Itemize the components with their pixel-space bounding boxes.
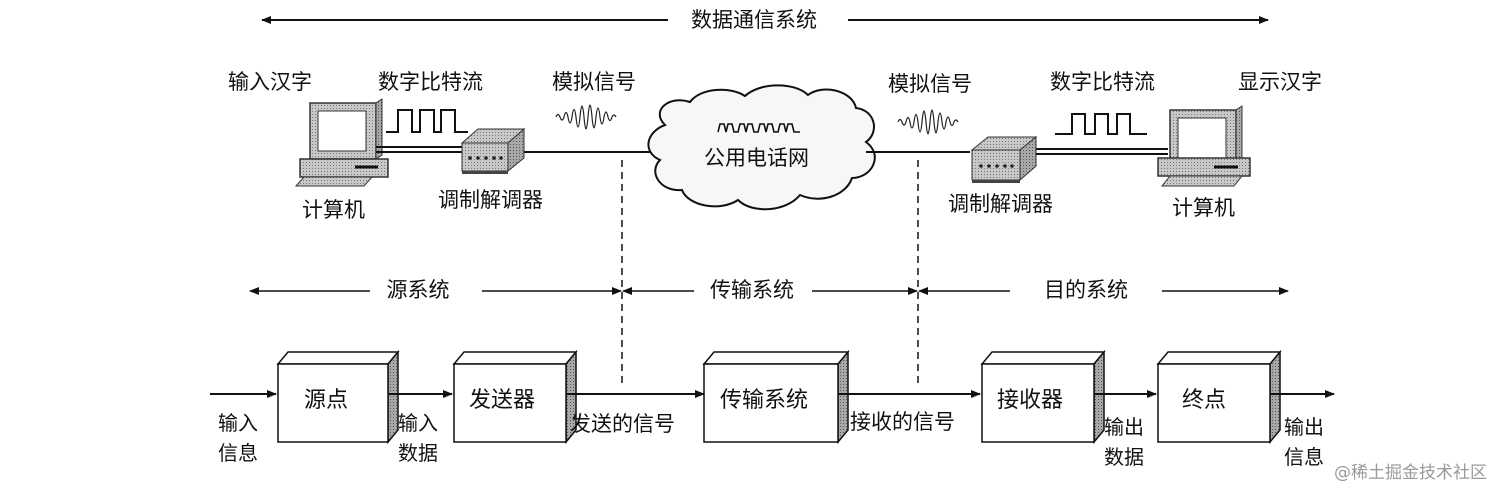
label-computer-left: 计算机 [302, 198, 365, 222]
analog-waveform-left [555, 104, 617, 130]
flow-label-input-info: 输入 信息 [218, 408, 258, 468]
flow-label-input-info-line1: 输入 [218, 411, 258, 435]
section-label-source: 源系统 [386, 278, 450, 302]
section-label-destination: 目的系统 [1044, 278, 1128, 302]
cable-right [1036, 148, 1168, 155]
network-waveform [717, 123, 800, 133]
flow-label-received-signal: 接收的信号 [850, 410, 955, 434]
block-label-transmission-system: 传输系统 [719, 388, 809, 413]
flow-label-output-data: 输出 数据 [1104, 412, 1144, 472]
label-digital-bitstream-right: 数字比特流 [1050, 70, 1155, 94]
block-label-transmitter: 发送器 [468, 388, 536, 413]
label-public-telephone-network: 公用电话网 [704, 146, 809, 170]
digital-waveform-right [1055, 113, 1147, 135]
label-input-chinese: 输入汉字 [228, 70, 312, 94]
block-label-source: 源点 [303, 388, 349, 413]
block-transmitter [452, 349, 578, 445]
computer-icon-right [1157, 105, 1251, 187]
flow-label-input-info-line2: 信息 [218, 441, 258, 465]
block-transmission-system [702, 349, 850, 445]
flow-label-output-info-line2: 信息 [1284, 445, 1324, 469]
modem-icon-right [970, 135, 1038, 183]
flow-label-output-data-line2: 数据 [1104, 445, 1144, 469]
watermark: @稀土掘金技术社区 [1334, 463, 1487, 483]
computer-icon-left [294, 98, 389, 187]
cloud-public-telephone-network [647, 84, 876, 211]
block-label-destination: 终点 [1181, 388, 1227, 413]
block-receiver [980, 349, 1106, 445]
label-display-chinese: 显示汉字 [1238, 70, 1322, 94]
label-digital-bitstream-left: 数字比特流 [378, 70, 483, 94]
section-label-transmission: 传输系统 [710, 278, 794, 302]
cable-left [376, 146, 462, 153]
label-computer-right: 计算机 [1172, 196, 1235, 220]
flow-label-input-data-line2: 数据 [398, 441, 438, 465]
block-label-receiver: 接收器 [996, 388, 1064, 413]
block-source [276, 349, 400, 445]
label-modem-left: 调制解调器 [438, 188, 543, 212]
modem-icon-left [460, 127, 526, 174]
analog-waveform-right [897, 109, 959, 135]
label-analog-signal-right: 模拟信号 [888, 72, 972, 96]
flow-label-sent-signal: 发送的信号 [570, 412, 675, 436]
flow-label-output-info-line1: 输出 [1284, 415, 1324, 439]
flow-label-input-data-line1: 输入 [398, 411, 438, 435]
label-modem-right: 调制解调器 [948, 192, 1053, 216]
flow-label-output-data-line1: 输出 [1104, 415, 1144, 439]
diagram-title: 数据通信系统 [685, 8, 823, 32]
label-analog-signal-left: 模拟信号 [552, 70, 636, 94]
block-destination [1156, 349, 1282, 445]
flow-label-output-info: 输出 信息 [1284, 412, 1324, 472]
flow-label-input-data: 输入 数据 [398, 408, 438, 468]
digital-waveform-left [386, 109, 468, 133]
